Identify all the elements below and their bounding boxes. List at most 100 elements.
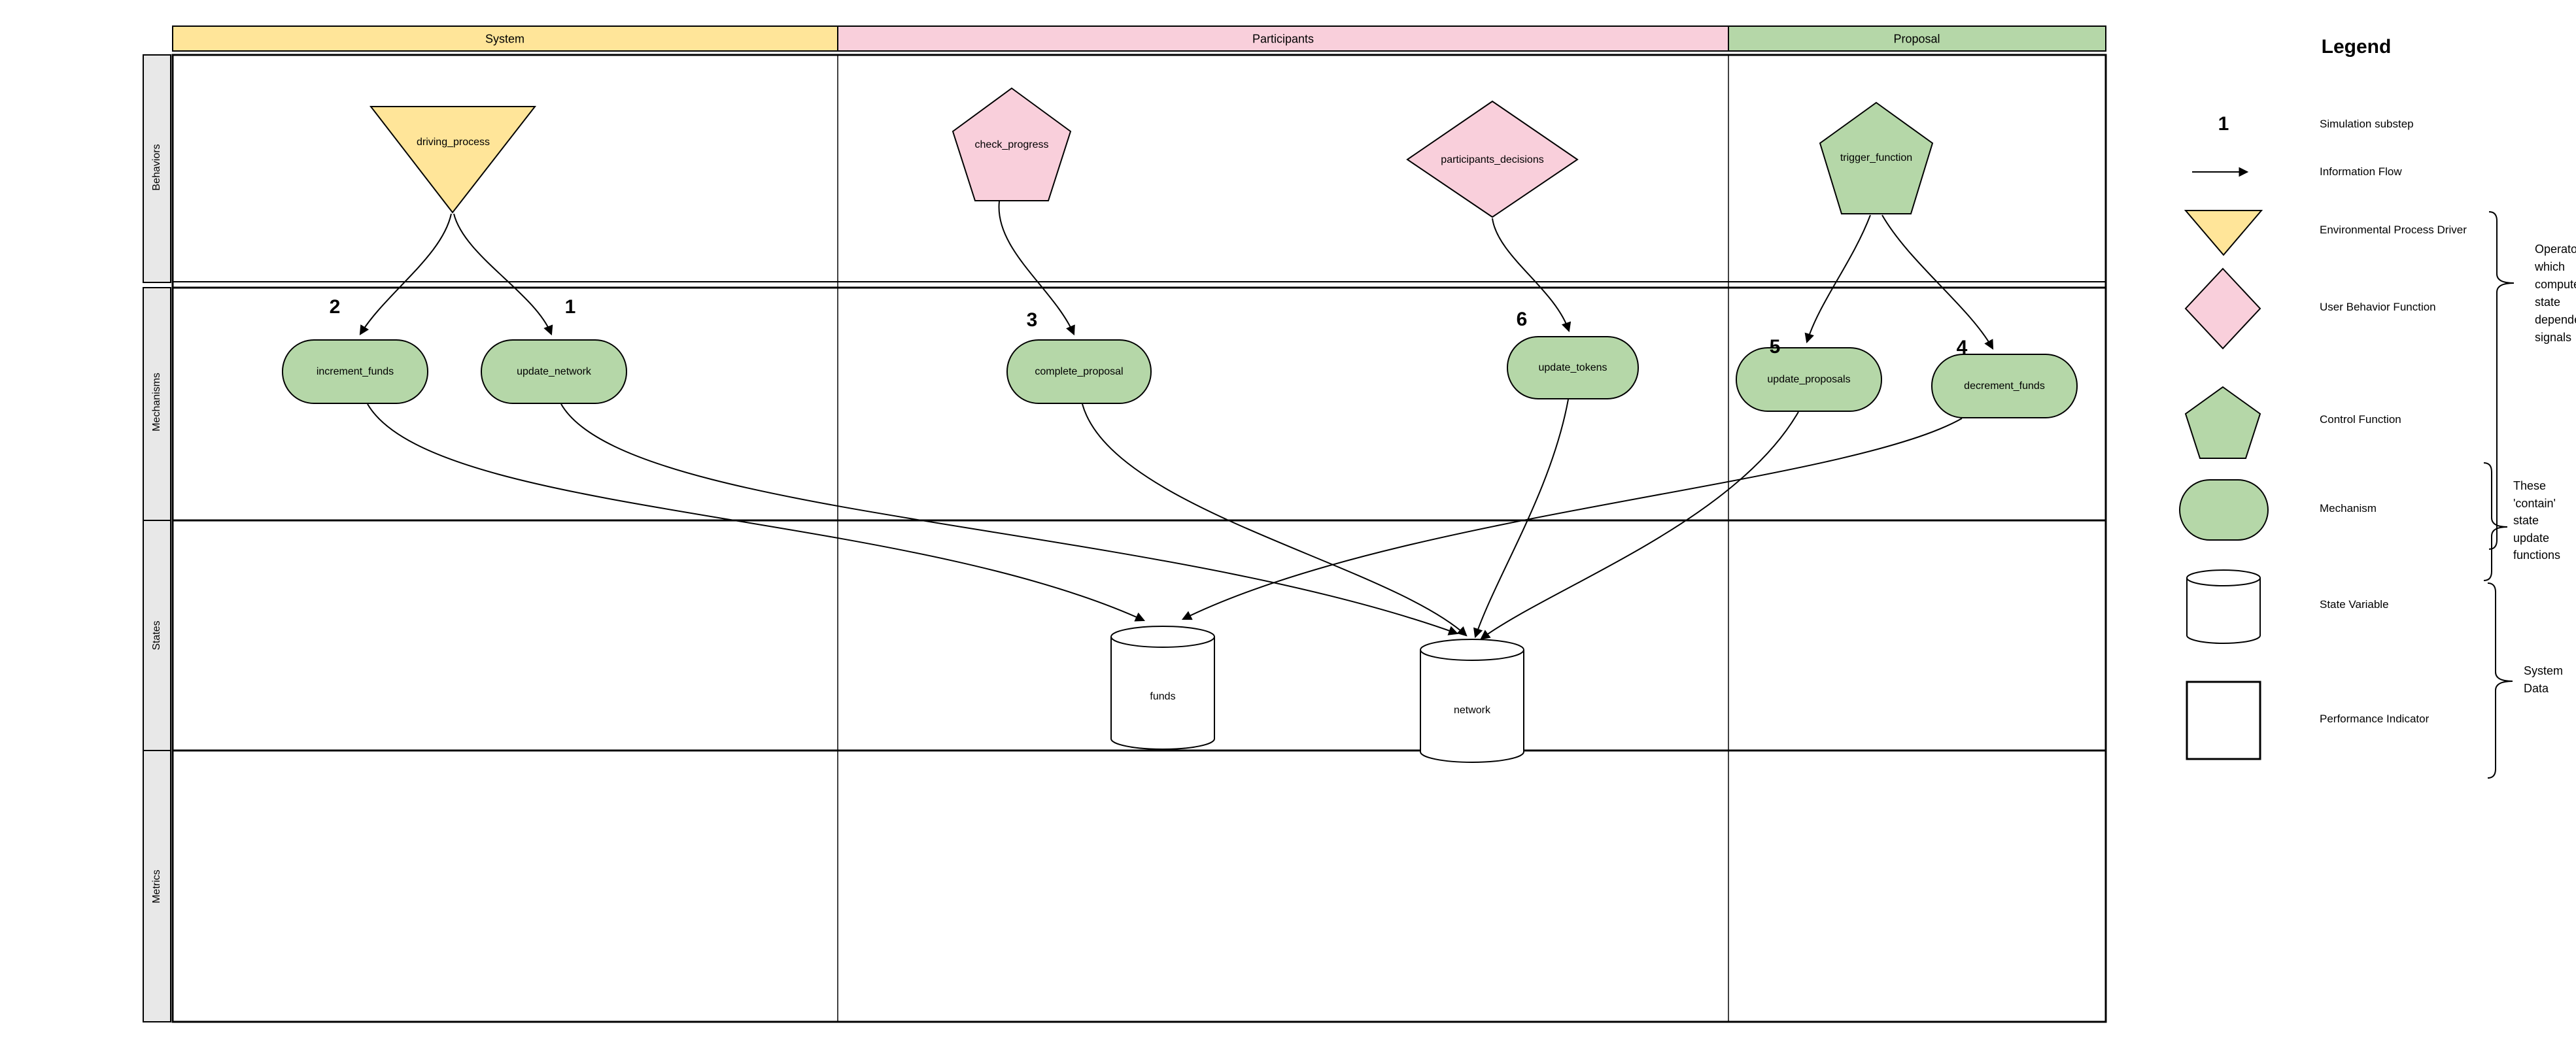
state-variable-icon-body: [2186, 578, 2261, 644]
update-network-label: update_network: [517, 365, 591, 377]
header-label-participants: Participants: [1252, 32, 1314, 46]
legend-substep-number-icon: 1: [2218, 113, 2229, 135]
legend-braces: [2483, 211, 2515, 779]
row-label-states: States: [151, 620, 162, 650]
user-behavior-function-icon: [2184, 267, 2261, 350]
row-label-cell-mechanisms: [143, 287, 171, 521]
complete-proposal-label: complete_proposal: [1035, 365, 1124, 377]
flow-increment-funds-to-funds: [367, 403, 1146, 622]
contain-note-line: 'contain': [2513, 496, 2556, 510]
row-label-behaviors: Behaviors: [151, 144, 162, 191]
mechanism-nodes: [282, 336, 2078, 418]
legend-label-simulation-substep: Simulation substep: [2320, 118, 2414, 130]
contain-note-line: update: [2513, 531, 2550, 545]
driving-process-label: driving_process: [416, 136, 490, 148]
legend-label-information-flow: Information Flow: [2320, 165, 2402, 178]
legend-label-performance-indicator: Performance Indicator: [2320, 713, 2430, 725]
contain-note-line: These: [2513, 479, 2547, 492]
funds-cylinder-body: [1110, 637, 1215, 750]
flow-update-tokens-to-network: [1473, 399, 1569, 639]
operators-note-line: Operators: [2535, 243, 2576, 256]
contain-note-line: functions: [2513, 548, 2561, 562]
legend-label-state-variable: State Variable: [2320, 598, 2389, 611]
flow-update-proposals-to-network: [1480, 411, 1799, 640]
legend-label-mechanism: Mechanism: [2320, 502, 2377, 515]
substep-number-update-tokens: 6: [1516, 309, 1528, 330]
system-data-brace: [2487, 582, 2513, 779]
legend-label-environmental-process-driver: Environmental Process Driver: [2320, 224, 2467, 236]
legend-label-user-behavior-function: User Behavior Function: [2320, 301, 2436, 313]
complete-proposal-pill: [1006, 339, 1152, 404]
contain-note-line: state: [2513, 514, 2539, 527]
update-tokens-label: update_tokens: [1538, 362, 1607, 373]
network-cylinder-body: [1420, 650, 1524, 763]
funds-label: funds: [1150, 690, 1176, 702]
substep-number-complete-proposal: 3: [1026, 309, 1038, 331]
flow-trigger-function-to-update-proposals: [1804, 214, 1871, 344]
participants-decisions-label: participants_decisions: [1441, 154, 1544, 165]
check-progress-label: check_progress: [974, 139, 1049, 150]
header-label-proposal: Proposal: [1893, 32, 1940, 46]
substep-number-update-proposals: 5: [1769, 336, 1781, 358]
decrement-funds-pill: [1931, 354, 2078, 418]
system-data-note-line: System: [2524, 664, 2564, 677]
update-network-pill: [481, 339, 627, 404]
system-data-note-line: Data: [2524, 682, 2549, 695]
flow-trigger-function-to-decrement-funds: [1881, 214, 1994, 350]
control-function-icon: [2184, 386, 2261, 459]
flow-driving-process-to-update-network: [453, 213, 553, 336]
operators-note: Operators which compute state dependent …: [2535, 241, 2576, 346]
increment-funds-label: increment_funds: [316, 365, 394, 377]
operators-note-line: state: [2535, 295, 2561, 309]
row-label-cell-behaviors: [143, 54, 171, 283]
decrement-funds-label: decrement_funds: [1964, 380, 2045, 392]
flow-driving-process-to-increment-funds: [359, 213, 452, 335]
row-label-cell-metrics: [143, 750, 171, 1022]
update-proposals-label: update_proposals: [1767, 373, 1851, 385]
operators-note-line: dependent: [2535, 313, 2576, 326]
network-cylinder-top: [1420, 639, 1524, 661]
mechanism-icon: [2179, 479, 2269, 541]
behavior-nodes: [369, 87, 1934, 218]
operators-brace: [2488, 211, 2515, 550]
operators-note-line: signals: [2535, 331, 2572, 344]
flow-update-network-to-network: [560, 403, 1459, 635]
state-nodes: [1110, 626, 1524, 763]
flow-participants-decisions-to-update-tokens: [1492, 218, 1571, 333]
flow-decrement-funds-to-funds: [1181, 418, 1963, 620]
swimlane-grid: [143, 25, 2107, 1023]
trigger-function-label: trigger_function: [1840, 152, 1913, 163]
legend-label-control-function: Control Function: [2320, 413, 2401, 426]
legend-title: Legend: [2321, 36, 2392, 58]
substep-number-decrement-funds: 4: [1956, 337, 1968, 358]
diagram-main-area: [171, 54, 2107, 1023]
operators-note-line: which: [2535, 260, 2566, 273]
state-variable-icon-top: [2186, 569, 2261, 586]
system-data-note: System Data: [2524, 662, 2563, 698]
environmental-process-driver-icon: [2184, 210, 2263, 256]
header-cell-system: [172, 25, 838, 52]
funds-cylinder-top: [1110, 626, 1215, 648]
header-label-system: System: [485, 32, 525, 46]
participants-decisions-diamond: [1406, 100, 1579, 218]
row-label-mechanisms: Mechanisms: [151, 373, 162, 431]
network-label: network: [1453, 704, 1491, 716]
update-tokens-pill: [1507, 336, 1639, 399]
legend-icons: [2179, 167, 2269, 760]
substep-number-update-network: 1: [564, 296, 576, 318]
flow-complete-proposal-to-network: [1082, 403, 1468, 637]
header-cell-participants: [837, 25, 1729, 52]
increment-funds-pill: [282, 339, 428, 404]
operators-note-line: compute: [2535, 278, 2576, 291]
flow-check-progress-to-complete-proposal: [998, 201, 1075, 336]
check-progress-pentagon: [952, 87, 1072, 201]
contain-brace: [2483, 462, 2508, 581]
trigger-function-pentagon: [1819, 101, 1934, 214]
contain-note: These 'contain' state update functions: [2513, 477, 2560, 564]
row-label-metrics: Metrics: [151, 869, 162, 903]
update-proposals-pill: [1736, 347, 1882, 412]
performance-indicator-icon: [2186, 681, 2261, 760]
substep-number-increment-funds: 2: [329, 296, 341, 318]
